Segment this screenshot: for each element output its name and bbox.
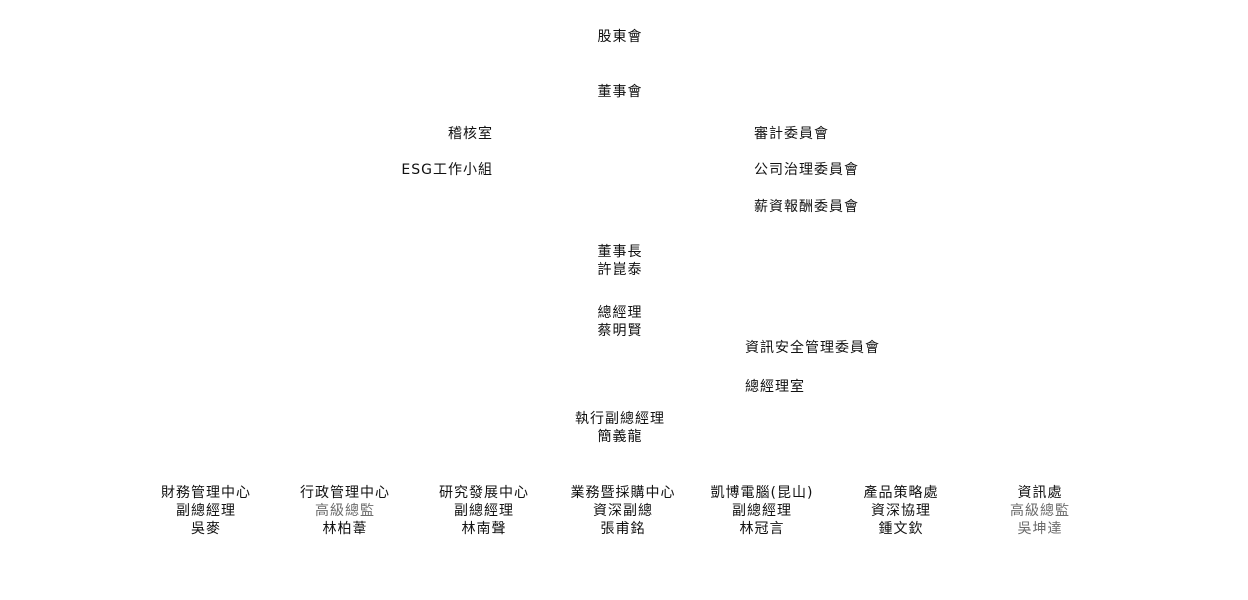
- dept-kunshan-subsidiary: 凱博電腦(昆山) 副總經理 林冠言: [692, 484, 832, 538]
- dept-administration: 行政管理中心 高級總監 林柏葦: [275, 484, 415, 538]
- node-audit-committee: 審計委員會: [754, 125, 954, 143]
- dept-title: 副總經理: [176, 503, 236, 519]
- node-title: 董事長: [597, 244, 643, 260]
- node-shareholders: 股東會: [574, 28, 666, 46]
- node-label: 審計委員會: [754, 126, 829, 142]
- node-label: 總經理室: [745, 379, 805, 395]
- node-governance-committee: 公司治理委員會: [754, 161, 954, 179]
- node-evp: 執行副總經理 簡義龍: [545, 410, 695, 446]
- dept-person: 吳坤達: [1017, 521, 1063, 537]
- dept-title: 副總經理: [732, 503, 792, 519]
- dept-name: 財務管理中心: [161, 485, 251, 501]
- dept-title: 高級總監: [315, 503, 375, 519]
- node-label: 股東會: [597, 29, 643, 45]
- dept-person: 鍾文欽: [878, 521, 924, 537]
- node-label: 董事會: [597, 84, 643, 100]
- dept-title: 副總經理: [454, 503, 514, 519]
- dept-name: 產品策略處: [863, 485, 939, 501]
- node-compensation-committee: 薪資報酬委員會: [754, 198, 954, 216]
- dept-name: 業務暨採購中心: [570, 485, 676, 501]
- dept-title: 高級總監: [1010, 503, 1070, 519]
- node-chairman: 董事長 許崑泰: [560, 243, 680, 279]
- node-label: 稽核室: [448, 126, 493, 142]
- dept-person: 張甫銘: [600, 521, 646, 537]
- node-board: 董事會: [574, 83, 666, 101]
- node-person: 許崑泰: [597, 262, 643, 278]
- dept-name: 資訊處: [1017, 485, 1063, 501]
- node-label: 資訊安全管理委員會: [745, 340, 880, 356]
- dept-person: 林冠言: [739, 521, 785, 537]
- node-infosec-committee: 資訊安全管理委員會: [745, 339, 945, 357]
- dept-name: 行政管理中心: [300, 485, 390, 501]
- node-person: 蔡明賢: [597, 323, 643, 339]
- node-title: 執行副總經理: [575, 411, 665, 427]
- node-esg-task-force: ESG工作小組: [360, 161, 493, 179]
- dept-sales-procurement: 業務暨採購中心 資深副總 張甫銘: [553, 484, 693, 538]
- node-president-office: 總經理室: [745, 378, 945, 396]
- dept-name: 研究發展中心: [439, 485, 529, 501]
- dept-person: 林柏葦: [322, 521, 368, 537]
- dept-finance: 財務管理中心 副總經理 吳麥: [136, 484, 276, 538]
- node-person: 簡義龍: [597, 429, 643, 445]
- dept-it: 資訊處 高級總監 吳坤達: [970, 484, 1110, 538]
- dept-person: 林南聲: [461, 521, 507, 537]
- dept-rnd: 研究發展中心 副總經理 林南聲: [414, 484, 554, 538]
- node-label: ESG工作小組: [401, 162, 493, 178]
- dept-title: 資深副總: [593, 503, 653, 519]
- dept-name: 凱博電腦(昆山): [710, 485, 814, 501]
- node-president: 總經理 蔡明賢: [560, 304, 680, 340]
- node-label: 薪資報酬委員會: [754, 199, 859, 215]
- node-audit-office: 稽核室: [360, 125, 493, 143]
- node-title: 總經理: [597, 305, 643, 321]
- dept-title: 資深協理: [871, 503, 931, 519]
- dept-product-strategy: 產品策略處 資深協理 鍾文欽: [831, 484, 971, 538]
- node-label: 公司治理委員會: [754, 162, 859, 178]
- dept-person: 吳麥: [191, 521, 221, 537]
